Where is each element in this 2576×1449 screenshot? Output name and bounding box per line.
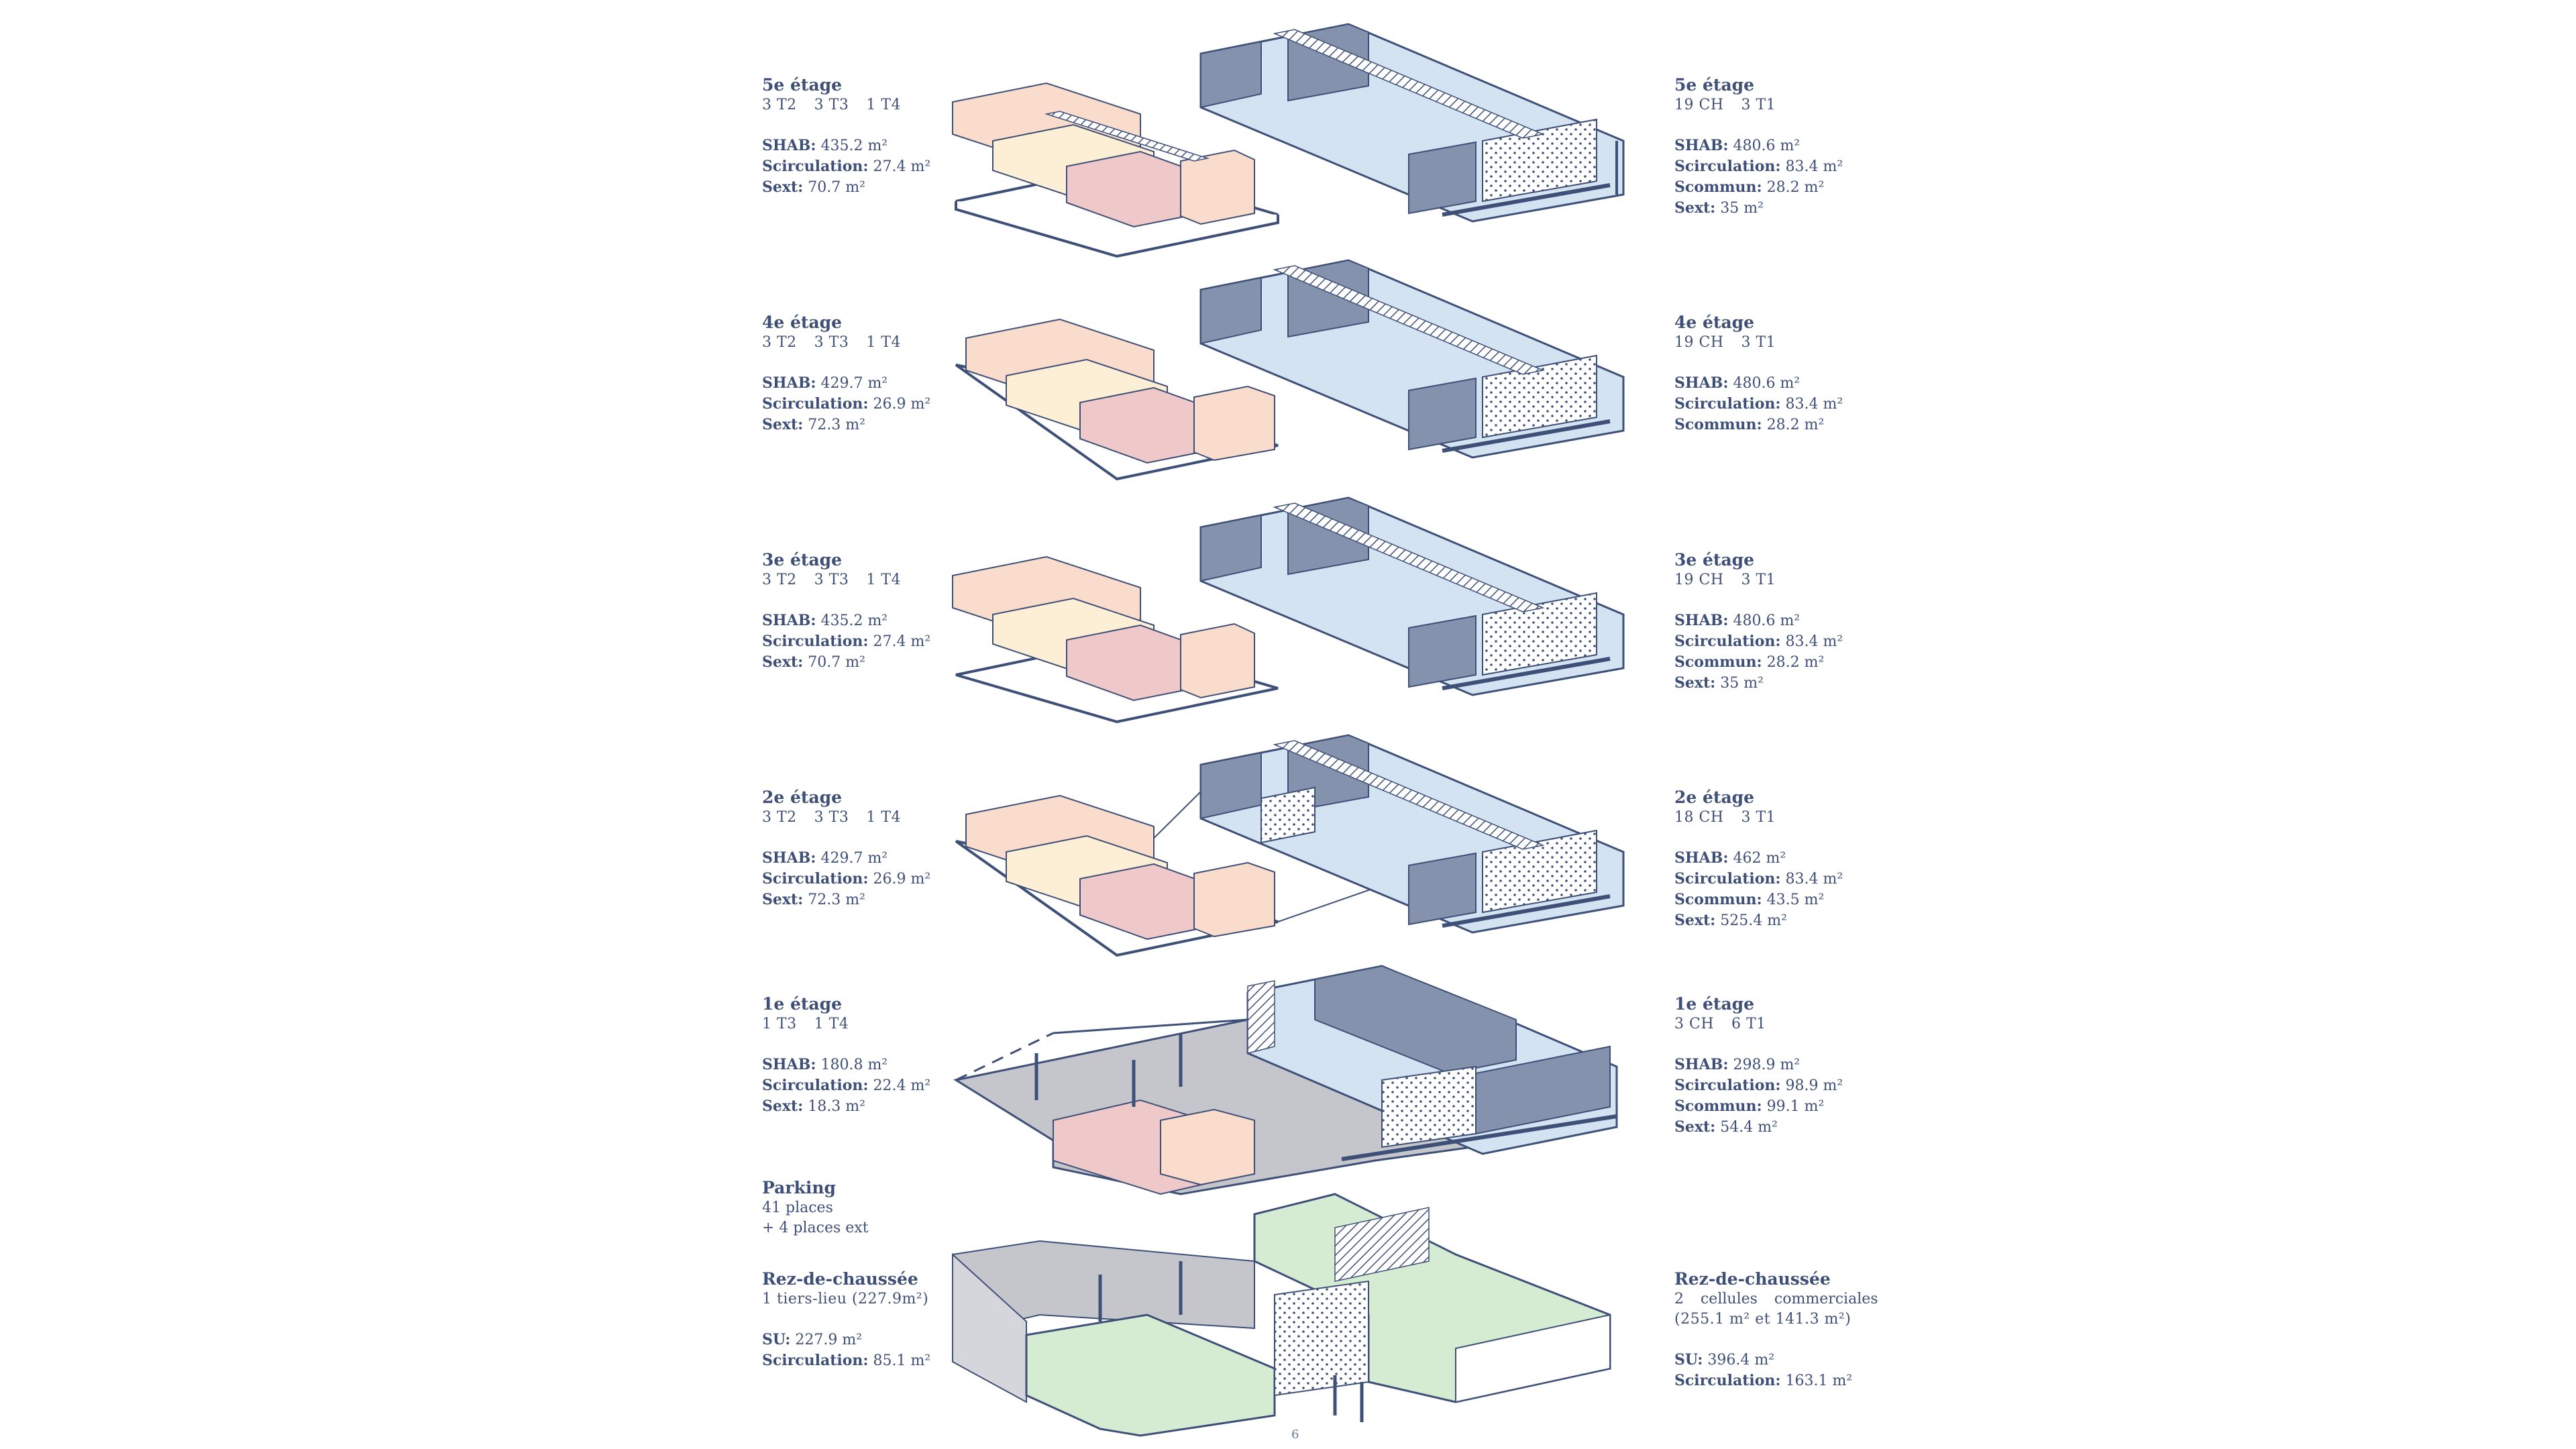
stat-shab: SHAB: 180.8 m² — [762, 1056, 888, 1073]
stat-commun: Scommun: 28.2 m² — [1674, 416, 1825, 433]
floor-title: Rez-de-chaussée — [1674, 1269, 1831, 1289]
stat-ext: Sext: 525.4 m² — [1674, 912, 1787, 929]
label-left-rdc: Rez-de-chaussée 1 tiers-lieu (227.9m²) S… — [762, 1269, 930, 1371]
stat-shab: SHAB: 480.6 m² — [1674, 374, 1801, 392]
floor-title: 3e étage — [762, 550, 843, 570]
stat-circulation: Scirculation: 98.9 m² — [1674, 1077, 1843, 1094]
stat-commun: Scommun: 28.2 m² — [1674, 178, 1825, 196]
stat-shab: SHAB: 429.7 m² — [762, 849, 888, 867]
parking-ext-places: + 4 places ext — [762, 1220, 869, 1236]
stat-ext: Sext: 18.3 m² — [762, 1097, 865, 1115]
label-parking: Parking 41 places + 4 places ext — [762, 1178, 869, 1238]
stat-ext: Sext: 72.3 m² — [762, 416, 865, 433]
stat-ext: Sext: 72.3 m² — [762, 891, 865, 908]
stat-circulation: Scirculation: 27.4 m² — [762, 633, 931, 650]
floor-title: 5e étage — [762, 75, 843, 95]
floor-title: 1e étage — [762, 994, 843, 1014]
stat-shab: SHAB: 480.6 m² — [1674, 612, 1801, 629]
ground-floor-block — [952, 1193, 1611, 1437]
floor-title: 4e étage — [762, 313, 843, 332]
stat-ext: Sext: 54.4 m² — [1674, 1118, 1778, 1136]
floor-title: Rez-de-chaussée — [762, 1269, 918, 1289]
stat-ext: Sext: 70.7 m² — [762, 178, 865, 196]
stat-ext: Sext: 70.7 m² — [762, 653, 865, 671]
stat-shab: SHAB: 435.2 m² — [762, 612, 888, 629]
floor-1-slab — [953, 965, 1618, 1195]
stat-circulation: Scirculation: 85.1 m² — [762, 1352, 931, 1369]
stat-ext: Sext: 35 m² — [1674, 674, 1764, 692]
floor-title: 1e étage — [1674, 994, 1755, 1014]
stat-shab: SHAB: 480.6 m² — [1674, 137, 1801, 154]
stat-circulation: Scirculation: 83.4 m² — [1674, 158, 1843, 175]
stat-commun: Scommun: 99.1 m² — [1674, 1097, 1825, 1115]
stat-shab: SHAB: 462 m² — [1674, 849, 1786, 867]
stat-circulation: Scirculation: 83.4 m² — [1674, 870, 1843, 888]
stat-shab: SHAB: 429.7 m² — [762, 374, 888, 392]
floor-5-right-block — [1199, 23, 1625, 223]
parking-title: Parking — [762, 1178, 836, 1197]
floor-4-left-block — [955, 318, 1279, 481]
stat-commun: Scommun: 43.5 m² — [1674, 891, 1825, 908]
stat-circulation: Scirculation: 83.4 m² — [1674, 633, 1843, 650]
stat-su: SU: 396.4 m² — [1674, 1351, 1775, 1368]
stat-circulation: Scirculation: 163.1 m² — [1674, 1372, 1853, 1389]
stat-circulation: Scirculation: 27.4 m² — [762, 158, 931, 175]
stat-circulation: Scirculation: 22.4 m² — [762, 1077, 931, 1094]
stat-commun: Scommun: 28.2 m² — [1674, 653, 1825, 671]
stat-circulation: Scirculation: 26.9 m² — [762, 870, 931, 888]
stat-su: SU: 227.9 m² — [762, 1331, 863, 1348]
floor-title: 3e étage — [1674, 550, 1755, 570]
parking-places: 41 places — [762, 1199, 833, 1216]
floor-3-left-block — [952, 555, 1279, 724]
stat-circulation: Scirculation: 83.4 m² — [1674, 395, 1843, 413]
floor-5-left-block — [952, 82, 1279, 258]
unit-mix: 1 tiers-lieu (227.9m²) — [762, 1291, 929, 1307]
floor-2-right-block — [1199, 734, 1625, 934]
stat-circulation: Scirculation: 26.9 m² — [762, 395, 931, 413]
stat-ext: Sext: 35 m² — [1674, 199, 1764, 217]
floor-3-right-block — [1199, 496, 1625, 696]
page-number: 6 — [1291, 1428, 1299, 1442]
floor-title: 4e étage — [1674, 313, 1755, 332]
stat-shab: SHAB: 435.2 m² — [762, 137, 888, 154]
unit-mix-line2: (255.1 m² et 141.3 m²) — [1674, 1311, 1851, 1328]
stat-shab: SHAB: 298.9 m² — [1674, 1056, 1801, 1073]
floor-title: 2e étage — [1674, 788, 1755, 807]
floor-2-left-block — [955, 790, 1384, 957]
unit-mix-line1: 2 cellules commerciales — [1674, 1291, 1878, 1307]
floor-title: 2e étage — [762, 788, 843, 807]
label-right-rdc: Rez-de-chaussée 2 cellules commerciales … — [1674, 1269, 1878, 1391]
floor-4-right-block — [1199, 259, 1625, 459]
floor-title: 5e étage — [1674, 75, 1755, 95]
